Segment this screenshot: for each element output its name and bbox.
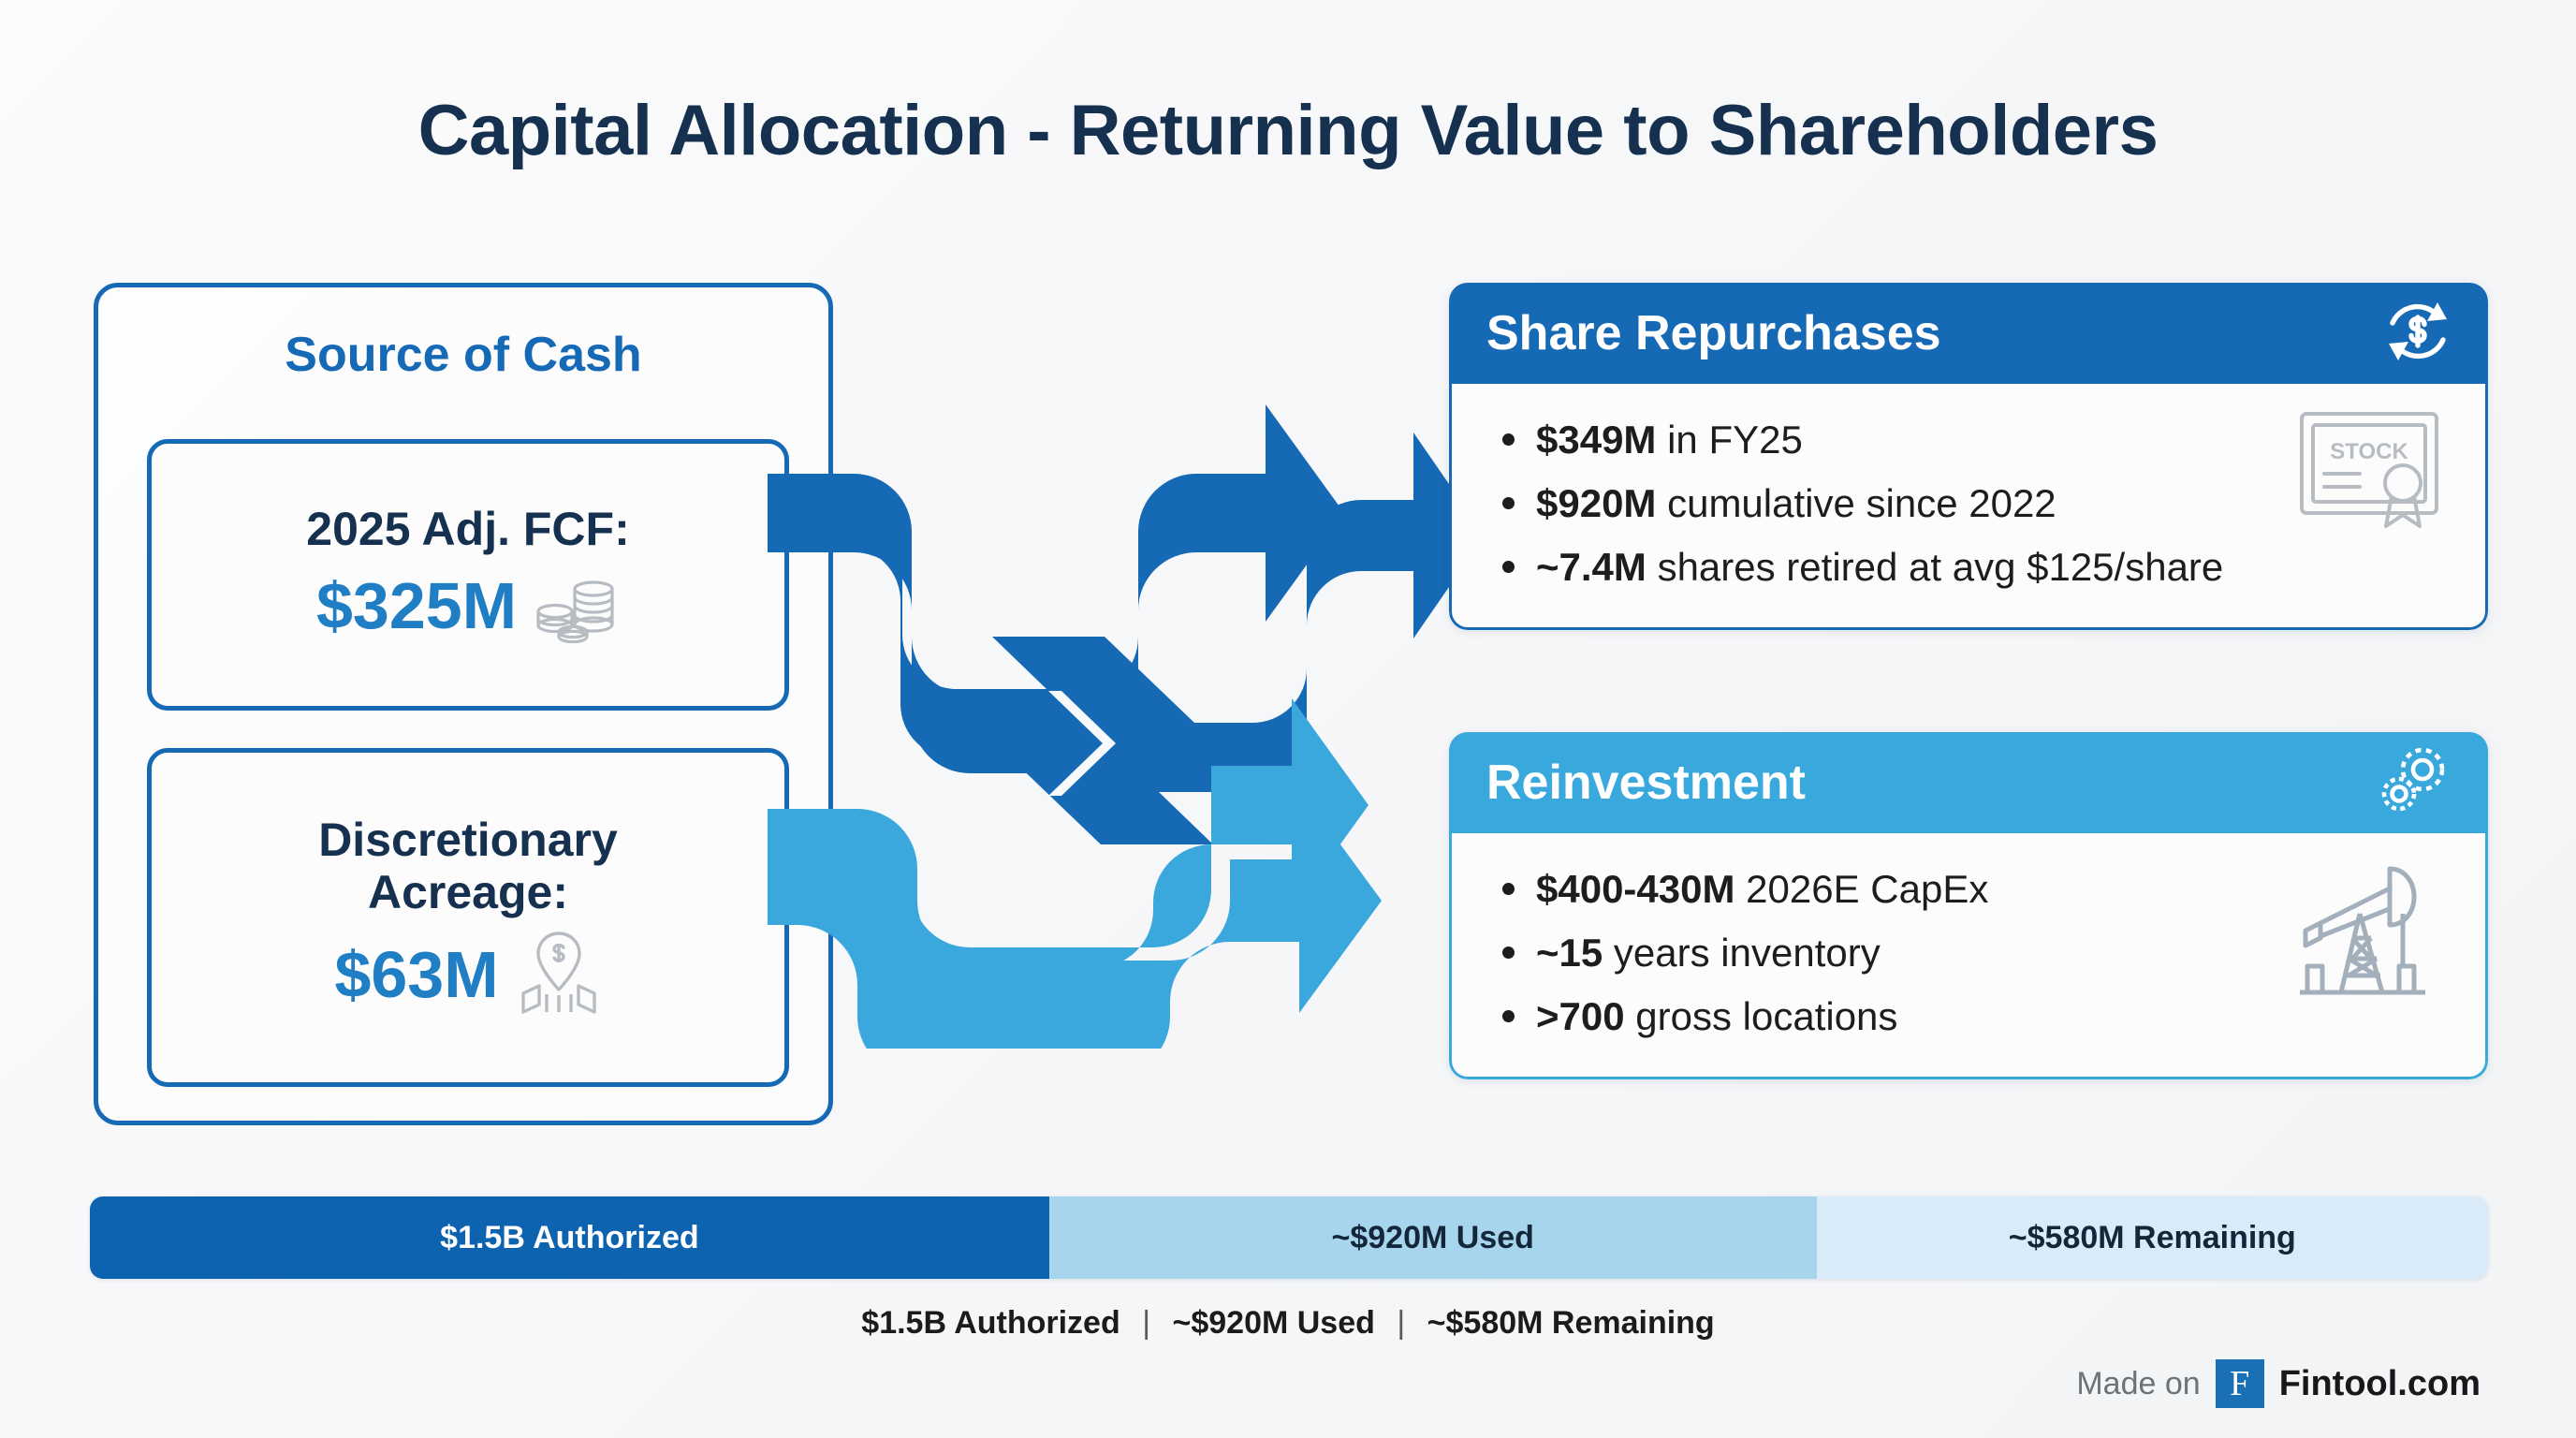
gears-icon [2376, 743, 2454, 823]
bullet-rest: years inventory [1603, 931, 1881, 975]
progress-segment-remaining: ~$580M Remaining [1816, 1196, 2488, 1279]
page-title: Capital Allocation - Returning Value to … [417, 91, 2159, 170]
source-card-fcf-value-row: $325M [176, 565, 760, 648]
flow-arrows-svg [708, 404, 1485, 1077]
bullet-strong: $349M [1536, 418, 1657, 462]
authorization-progress-bar: $1.5B Authorized ~$920M Used ~$580M Rema… [90, 1196, 2488, 1279]
share-repurchases-header: Share Repurchases [1449, 283, 2488, 384]
caption-part-remaining: ~$580M Remaining [1427, 1305, 1715, 1341]
arrow-to-reinvestment [708, 698, 1382, 1077]
fintool-logo-icon: F [2215, 1359, 2264, 1408]
source-card-acreage-value: $63M [334, 938, 499, 1011]
stock-certificate-icon: STOCK [2294, 406, 2444, 538]
caption-divider-2: | [1397, 1305, 1406, 1341]
progress-segment-authorized: $1.5B Authorized [90, 1196, 1049, 1279]
bullet-rest: 2026E CapEx [1734, 867, 1989, 911]
share-repurchases-bullets: $349M in FY25 $920M cumulative since 202… [1495, 408, 2448, 599]
caption-part-used: ~$920M Used [1172, 1305, 1375, 1341]
caption-part-authorized: $1.5B Authorized [861, 1305, 1120, 1341]
source-of-cash-panel: Source of Cash 2025 Adj. FCF: $325M [94, 283, 833, 1125]
map-pin-dollar-icon [516, 928, 602, 1022]
list-item: ~7.4M shares retired at avg $125/share [1495, 536, 2262, 599]
footer-brand-name: Fintool.com [2278, 1363, 2481, 1403]
reinvestment-header: Reinvestment [1449, 732, 2488, 833]
flow-chevron-notch [1048, 691, 1116, 796]
source-card-fcf-value: $325M [315, 569, 518, 642]
source-card-fcf: 2025 Adj. FCF: $325M [147, 439, 789, 711]
list-item: ~15 years inventory [1495, 921, 2262, 985]
list-item: $400-430M 2026E CapEx [1495, 858, 2262, 921]
coin-stacks-icon [534, 565, 620, 648]
reinvestment-card: Reinvestment $400-430M 2026E CapEx ~15 [1449, 732, 2488, 1079]
reinvestment-body: $400-430M 2026E CapEx ~15 years inventor… [1449, 833, 2488, 1079]
list-item: >700 gross locations [1495, 985, 2262, 1049]
share-repurchases-title: Share Repurchases [1486, 306, 1941, 360]
bullet-rest: in FY25 [1656, 418, 1803, 462]
bullet-rest: shares retired at avg $125/share [1646, 545, 2224, 589]
share-repurchases-card: Share Repurchases $349M in FY25 $920M cu… [1449, 283, 2488, 630]
source-card-acreage-label-line1: Discretionary [318, 813, 618, 866]
stock-certificate-label: STOCK [2330, 439, 2408, 464]
source-card-fcf-label: 2025 Adj. FCF: [306, 502, 630, 555]
source-card-acreage-value-row: $63M [176, 928, 760, 1022]
pumpjack-icon [2279, 856, 2444, 1008]
progress-caption: $1.5B Authorized | ~$920M Used | ~$580M … [0, 1305, 2576, 1342]
reinvestment-bullets: $400-430M 2026E CapEx ~15 years inventor… [1495, 858, 2448, 1049]
source-card-acreage-label-line2: Acreage: [368, 865, 568, 918]
refresh-dollar-icon [2381, 295, 2454, 373]
list-item: $920M cumulative since 2022 [1495, 472, 2262, 536]
footer-made-on-label: Made on [2076, 1365, 2201, 1401]
bullet-strong: >700 [1536, 994, 1625, 1038]
reinvestment-title: Reinvestment [1486, 756, 1806, 810]
source-card-acreage: Discretionary Acreage: $63M [147, 748, 789, 1087]
flow-connector [708, 393, 1485, 1077]
source-of-cash-heading: Source of Cash [285, 328, 642, 382]
bullet-rest: gross locations [1624, 994, 1898, 1038]
caption-divider-1: | [1142, 1305, 1151, 1341]
arrow-to-share-repurchases [766, 404, 1485, 844]
list-item: $349M in FY25 [1495, 408, 2262, 472]
progress-segment-used: ~$920M Used [1048, 1196, 1817, 1279]
share-repurchases-body: $349M in FY25 $920M cumulative since 202… [1449, 384, 2488, 630]
bullet-strong: $400-430M [1536, 867, 1735, 911]
footer-attribution: Made on F Fintool.com [2076, 1359, 2481, 1408]
bullet-strong: $920M [1536, 481, 1657, 525]
bullet-rest: cumulative since 2022 [1656, 481, 2056, 525]
bullet-strong: ~7.4M [1536, 545, 1647, 589]
bullet-strong: ~15 [1536, 931, 1603, 975]
